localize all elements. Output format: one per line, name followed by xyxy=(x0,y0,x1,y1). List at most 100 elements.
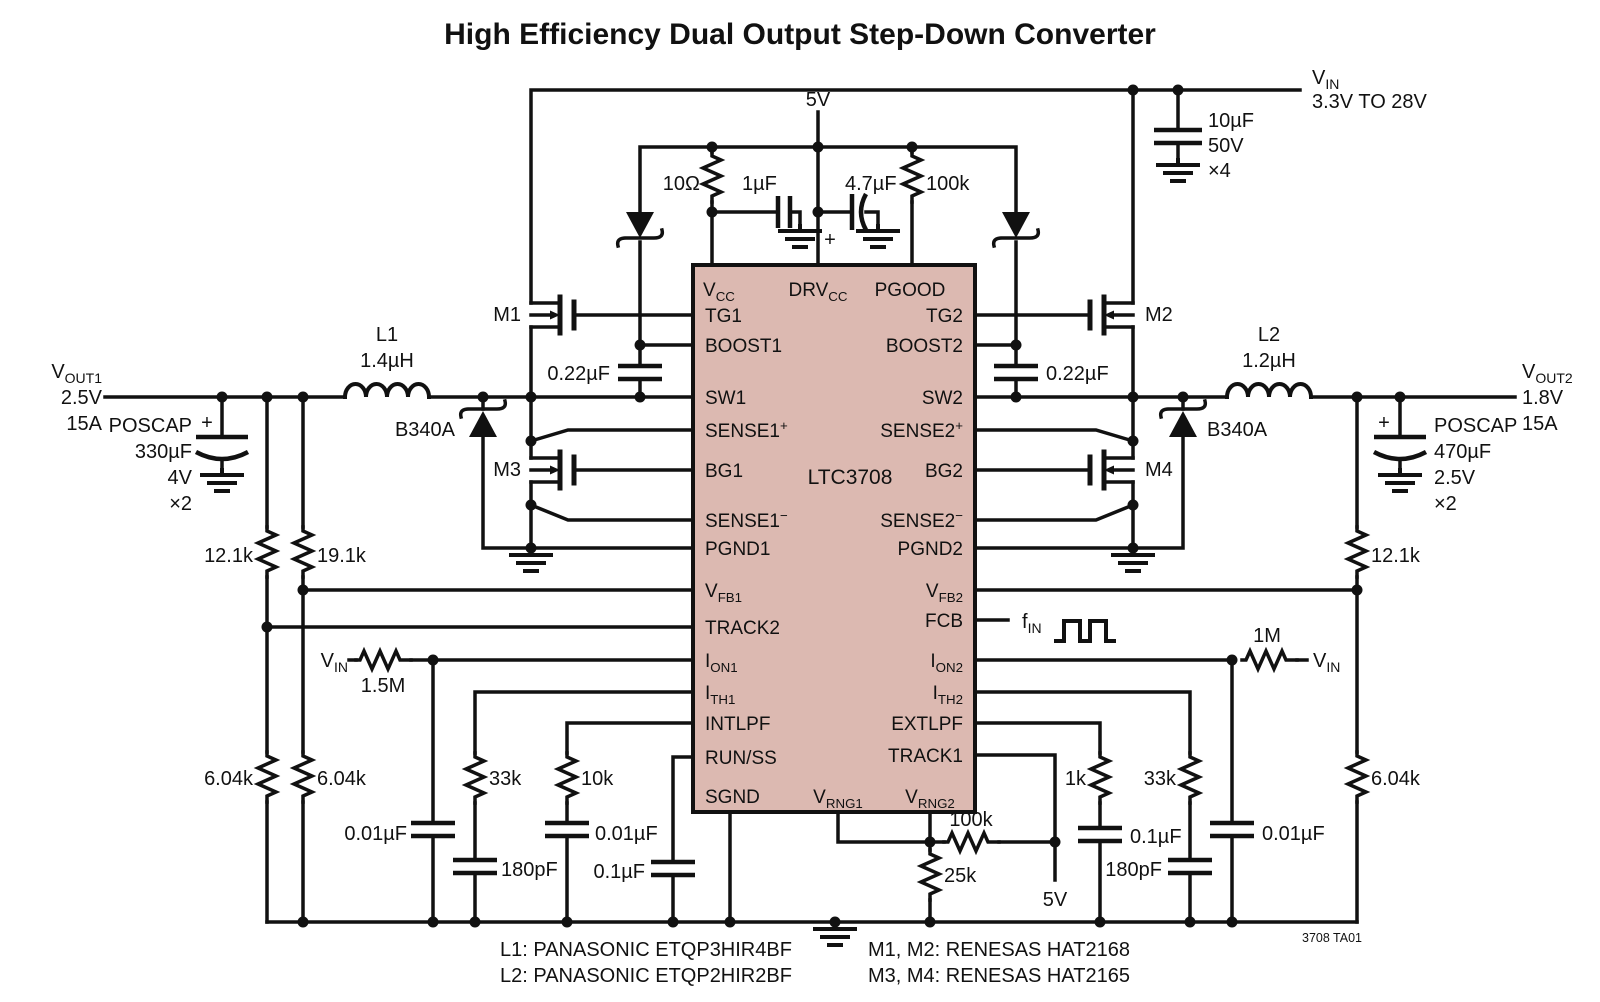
pin-sgnd: SGND xyxy=(705,787,760,808)
label-c-0_1uf-runss: 0.1µF xyxy=(593,861,645,883)
label-r-33k-left: 33k xyxy=(489,768,522,790)
label-poscap2-voltage: 2.5V xyxy=(1434,467,1476,489)
label-vout1: VOUT1 xyxy=(51,361,102,386)
label-c-1uf: 1µF xyxy=(742,173,777,195)
label-vin-ion1: VIN xyxy=(321,650,348,675)
label-m2: M2 xyxy=(1145,304,1173,326)
label-l1-value: 1.4µH xyxy=(360,350,414,372)
label-5v-bottom: 5V xyxy=(1043,889,1068,911)
figure-ref: 3708 TA01 xyxy=(1302,931,1362,945)
pin-bg2: BG2 xyxy=(925,461,963,482)
pin-sense2p: SENSE2+ xyxy=(880,418,963,442)
mosfet-m3-icon xyxy=(531,452,574,488)
label-r-1m: 1M xyxy=(1253,625,1281,647)
label-fin: fIN xyxy=(1022,611,1042,636)
capacitors xyxy=(194,127,1428,875)
pin-boost2: BOOST2 xyxy=(886,336,963,357)
pin-boost1: BOOST1 xyxy=(705,336,782,357)
mosfet-m2-icon xyxy=(1090,297,1133,333)
label-vout1-voltage: 2.5V xyxy=(61,387,103,409)
inductor-l2-icon xyxy=(1225,382,1313,399)
pin-runss: RUN/SS xyxy=(705,748,777,769)
pin-ith1: ITH1 xyxy=(705,683,735,707)
label-poscap1-value: 330µF xyxy=(135,441,192,463)
pin-pgood: PGOOD xyxy=(875,280,946,301)
pin-bg1: BG1 xyxy=(705,461,743,482)
label-poscap1: POSCAP xyxy=(109,415,192,437)
label-vin-range: 3.3V TO 28V xyxy=(1312,91,1428,113)
pin-sense2n: SENSE2− xyxy=(880,508,963,532)
label-c-ion1: 0.01µF xyxy=(344,823,407,845)
label-plus-4_7uf: + xyxy=(824,229,836,251)
pin-track2: TRACK2 xyxy=(705,618,780,639)
label-c-180pf-left: 180pF xyxy=(501,859,558,881)
mosfet-m4-icon xyxy=(1090,452,1133,488)
fin-pulse-waveform xyxy=(1054,619,1116,643)
note-l1: L1: PANASONIC ETQP3HIR4BF xyxy=(500,939,792,961)
note-l2: L2: PANASONIC ETQP2HIR2BF xyxy=(500,965,792,987)
wires-feedback-bottom xyxy=(265,588,1359,924)
label-m1: M1 xyxy=(493,304,521,326)
ic-pin-labels: VCC DRVCC PGOOD TG1 BOOST1 SW1 SENSE1+ B… xyxy=(703,280,963,811)
pin-tg1: TG1 xyxy=(705,306,742,327)
label-m4: M4 xyxy=(1145,459,1173,481)
label-cboost2: 0.22µF xyxy=(1046,363,1109,385)
label-c-0_1uf-extlpf: 0.1µF xyxy=(1130,826,1182,848)
mosfet-m1-icon xyxy=(531,297,574,333)
pin-extlpf: EXTLPF xyxy=(891,714,963,735)
label-b340a-left: B340A xyxy=(395,419,456,441)
component-labels: VIN 3.3V TO 28V 5V 10Ω 1µF 4.7µF + 100k … xyxy=(51,67,1573,911)
label-l2-value: 1.2µH xyxy=(1242,350,1296,372)
pin-drvcc: DRVCC xyxy=(789,280,848,304)
label-c-4_7uf: 4.7µF xyxy=(845,173,897,195)
label-5v-top: 5V xyxy=(806,89,831,111)
label-r-6_04k-left-b: 6.04k xyxy=(317,768,367,790)
label-l2: L2 xyxy=(1258,324,1280,346)
inductor-l1-icon xyxy=(343,382,431,399)
wires-top-power xyxy=(529,88,1302,399)
footnotes: L1: PANASONIC ETQP3HIR4BF L2: PANASONIC … xyxy=(500,931,1362,987)
ground-icon xyxy=(856,224,900,249)
pin-track1: TRACK1 xyxy=(888,746,963,767)
pin-sense1n: SENSE1− xyxy=(705,508,788,532)
label-r-19_1k: 19.1k xyxy=(317,545,367,567)
label-c-180pf-right: 180pF xyxy=(1105,859,1162,881)
ic-body xyxy=(691,263,977,814)
label-c-in-voltage: 50V xyxy=(1208,135,1244,157)
ground-icon xyxy=(778,224,822,249)
label-cboost1: 0.22µF xyxy=(547,363,610,385)
label-r-6_04k-right: 6.04k xyxy=(1371,768,1421,790)
pin-pgnd2: PGND2 xyxy=(898,539,963,560)
label-vout2-current: 15A xyxy=(1522,413,1558,435)
pin-intlpf: INTLPF xyxy=(705,714,770,735)
label-r-1_5m: 1.5M xyxy=(361,675,405,697)
label-r-33k-right: 33k xyxy=(1144,768,1177,790)
label-r-25k: 25k xyxy=(944,865,977,887)
label-r-10ohm: 10Ω xyxy=(663,173,700,195)
label-r-100k-top: 100k xyxy=(926,173,970,195)
label-r-100k-bottom: 100k xyxy=(949,809,993,831)
pin-sw1: SW1 xyxy=(705,388,746,409)
label-poscap2: POSCAP xyxy=(1434,415,1517,437)
pin-vfb2: VFB2 xyxy=(926,581,963,605)
pin-sense1p: SENSE1+ xyxy=(705,418,788,442)
label-l1: L1 xyxy=(376,324,398,346)
ground-icon xyxy=(1378,468,1422,493)
label-poscap1-mult: ×2 xyxy=(169,493,192,515)
label-r-10k: 10k xyxy=(581,768,614,790)
label-r-1k: 1k xyxy=(1065,768,1087,790)
pin-ion2: ION2 xyxy=(930,651,963,675)
pin-ion1: ION1 xyxy=(705,651,738,675)
pin-tg2: TG2 xyxy=(926,306,963,327)
ground-icon xyxy=(200,468,244,493)
label-vout1-current: 15A xyxy=(66,413,102,435)
page-title: High Efficiency Dual Output Step-Down Co… xyxy=(444,18,1156,51)
label-poscap1-plus: + xyxy=(201,412,213,434)
label-vin-top: VIN xyxy=(1312,67,1339,92)
pin-pgnd1: PGND1 xyxy=(705,539,770,560)
label-poscap2-mult: ×2 xyxy=(1434,493,1457,515)
label-vin-ion2: VIN xyxy=(1313,650,1340,675)
pin-sw2: SW2 xyxy=(922,388,963,409)
label-r-12_1k-left: 12.1k xyxy=(204,545,254,567)
